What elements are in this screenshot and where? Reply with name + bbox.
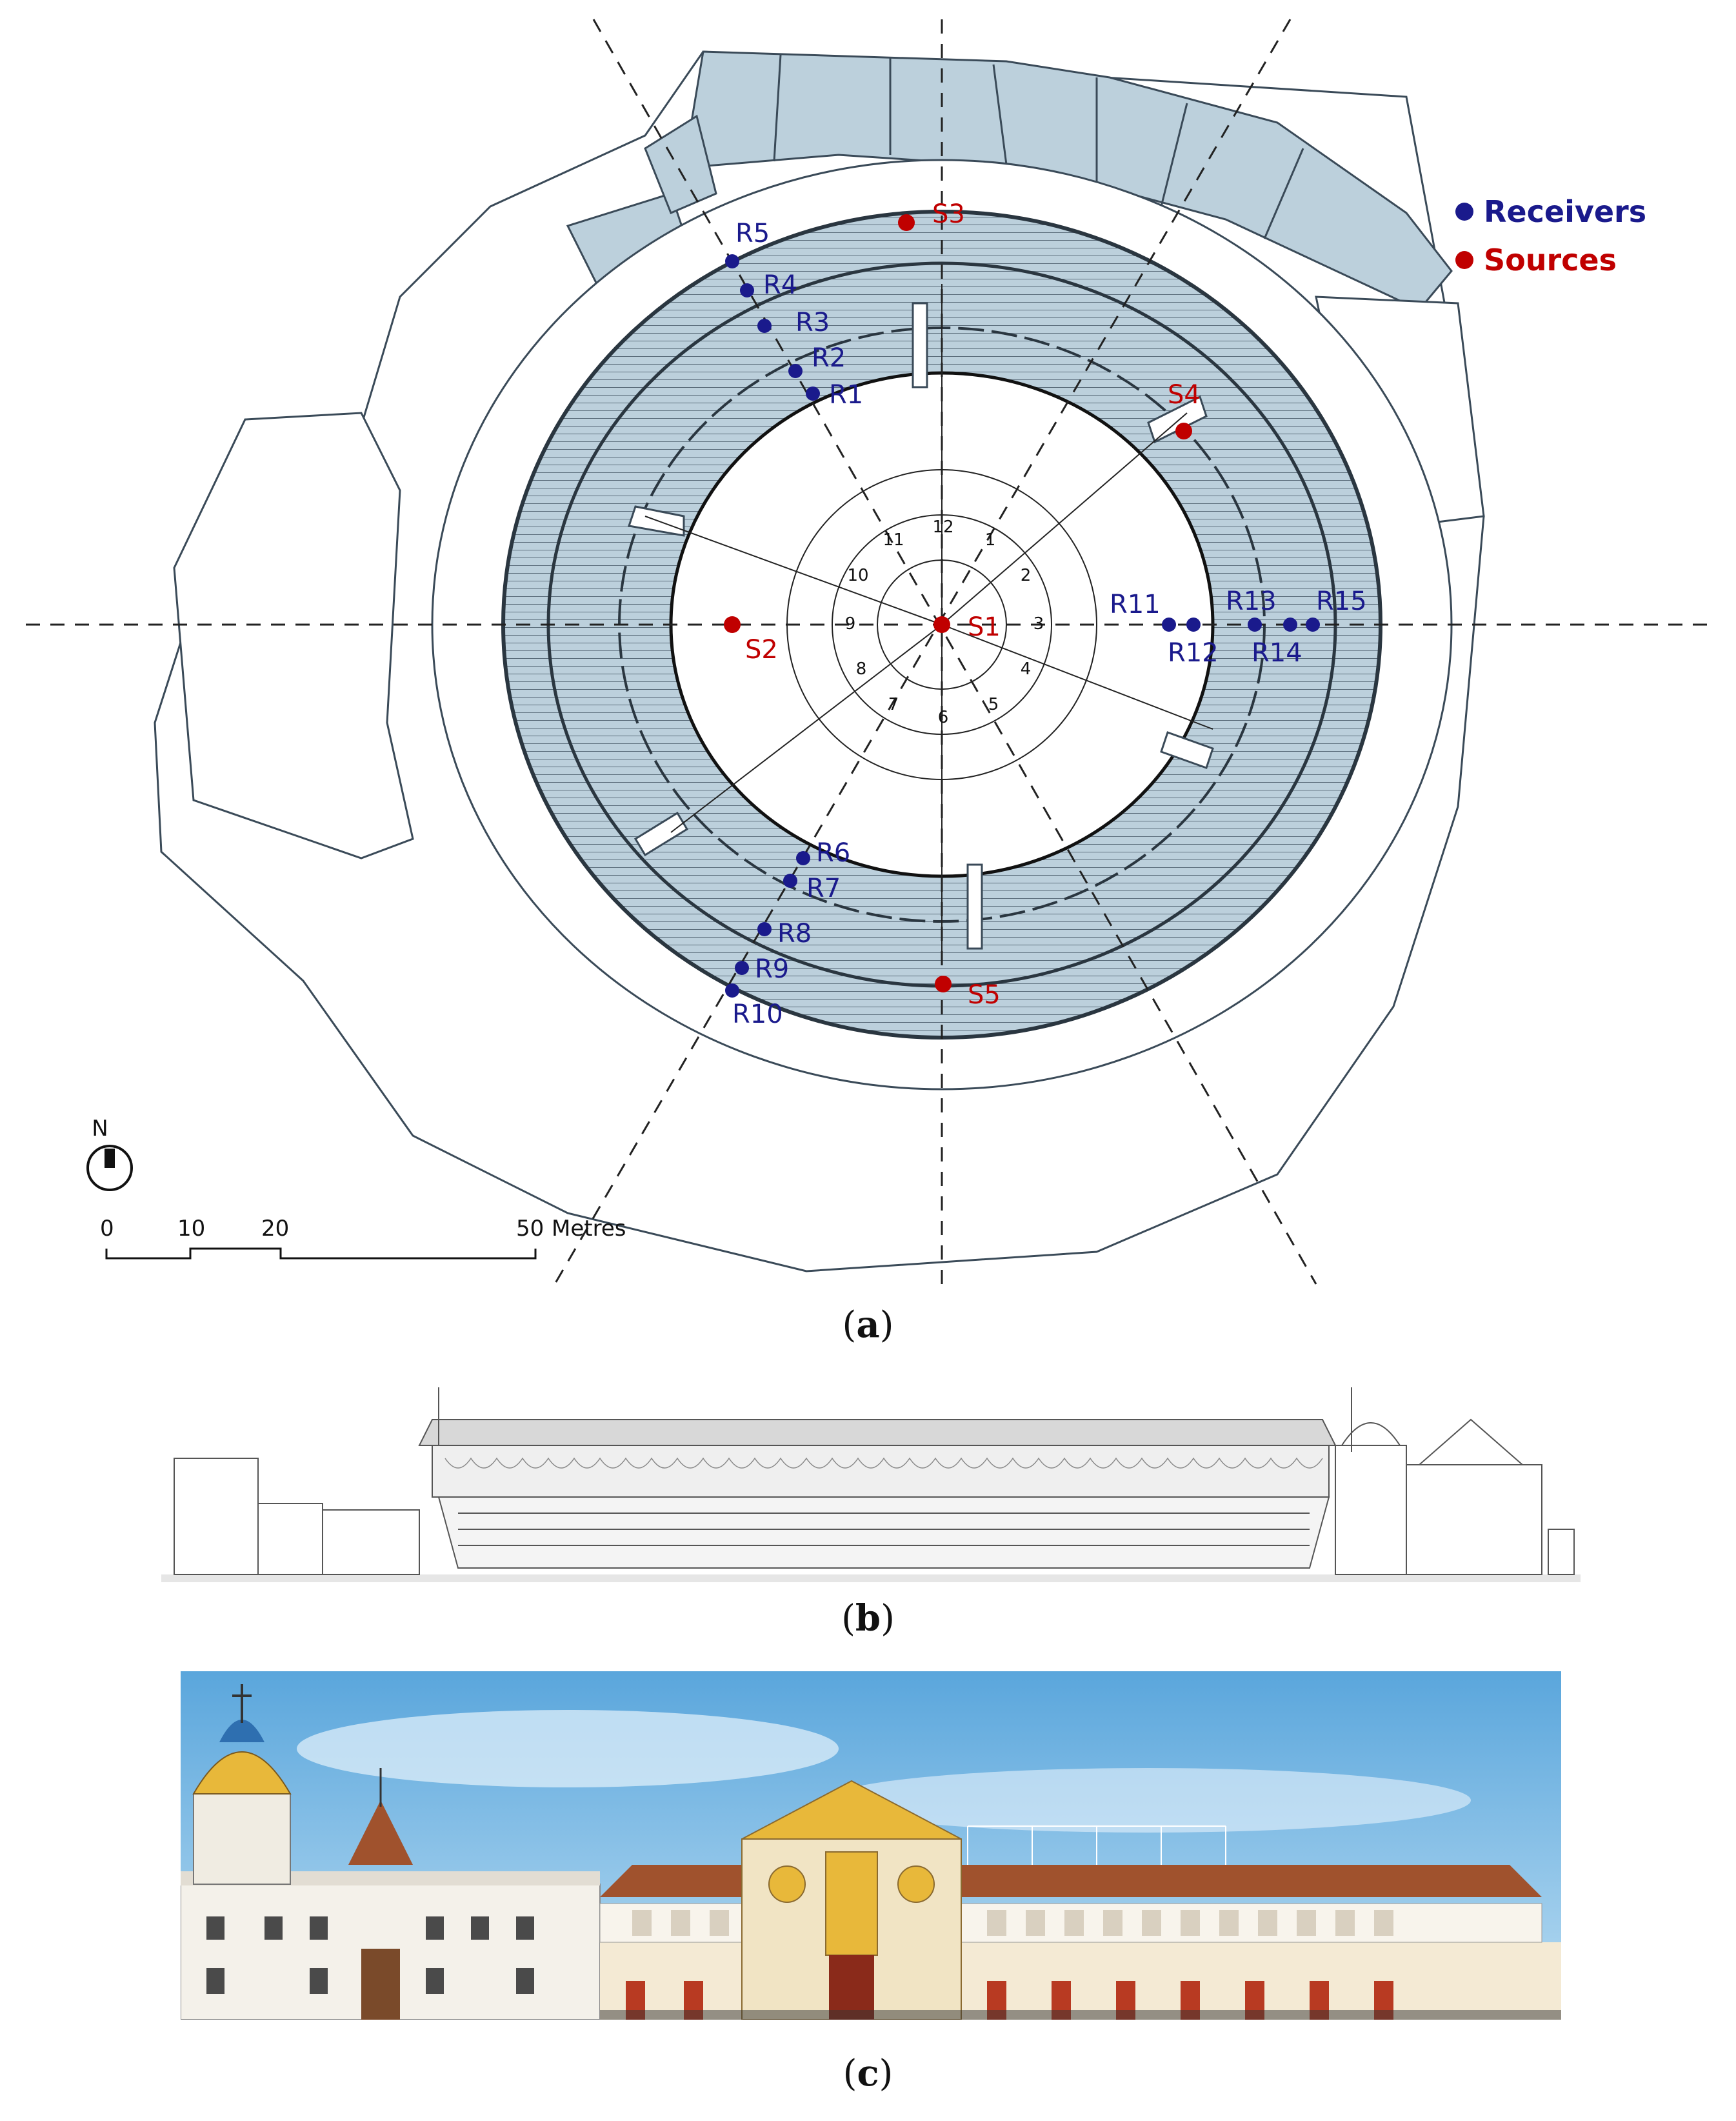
receiver-R10: R10 bbox=[725, 983, 783, 1029]
sector-label: 10 bbox=[847, 566, 868, 585]
source-label: S1 bbox=[968, 612, 1001, 642]
receiver-label: R2 bbox=[812, 343, 846, 373]
receiver-label: R12 bbox=[1168, 638, 1219, 668]
source-S5: S5 bbox=[935, 976, 1001, 1010]
scale-tick: 0 bbox=[100, 1216, 114, 1241]
receiver-label: R8 bbox=[777, 919, 812, 949]
north-label: N bbox=[92, 1116, 108, 1141]
receiver-R9: R9 bbox=[735, 954, 789, 984]
plan-drawing: 1 2 3 4 5 6 7 8 9 10 11 12 R1 R2 R3 R4 R… bbox=[26, 19, 1716, 1291]
caption-b: (b) bbox=[841, 1597, 895, 1640]
scale-bar: 0 10 20 50 Metres bbox=[100, 1216, 626, 1260]
receiver-R15: R15 bbox=[1306, 587, 1367, 632]
caption-a: (a) bbox=[842, 1303, 894, 1346]
panel-b-section bbox=[161, 1374, 1581, 1587]
receiver-label: R1 bbox=[829, 380, 863, 410]
sector-label: 1 bbox=[985, 530, 996, 550]
sector-label: 6 bbox=[938, 708, 949, 727]
north-compass: N bbox=[86, 1116, 133, 1191]
receiver-R3: R3 bbox=[757, 308, 830, 337]
scale-tick: 10 bbox=[177, 1216, 205, 1241]
receiver-label: R5 bbox=[735, 219, 770, 248]
caption-c: (c) bbox=[843, 2052, 893, 2095]
receiver-R1: R1 bbox=[806, 380, 863, 410]
dashed-axes bbox=[26, 19, 1716, 1291]
sector-label: 7 bbox=[888, 695, 899, 714]
sector-label: 3 bbox=[1033, 614, 1044, 634]
panel-c-elevation bbox=[180, 1671, 1561, 2020]
receiver-label: R9 bbox=[755, 954, 789, 984]
receiver-label: R11 bbox=[1110, 590, 1161, 619]
receiver-R8: R8 bbox=[757, 919, 812, 949]
sector-label: 8 bbox=[856, 659, 867, 679]
source-S3: S3 bbox=[898, 199, 965, 231]
receiver-R7: R7 bbox=[783, 874, 841, 903]
receiver-R14: R14 bbox=[1252, 618, 1302, 668]
source-label: S5 bbox=[968, 980, 1001, 1010]
sector-label: 12 bbox=[932, 518, 953, 537]
legend-sources-label: Sources bbox=[1484, 243, 1617, 277]
sector-label: 9 bbox=[845, 614, 856, 634]
receiver-legend-icon bbox=[1455, 203, 1473, 221]
sector-label: 2 bbox=[1021, 566, 1032, 585]
sources: S1 S2 S3 S4 S5 bbox=[724, 199, 1201, 1010]
receiver-label: R15 bbox=[1316, 587, 1367, 616]
sector-numbers: 1 2 3 4 5 6 7 8 9 10 11 12 bbox=[845, 518, 1044, 727]
sector-label: 5 bbox=[988, 695, 999, 714]
receiver-R5: R5 bbox=[725, 219, 770, 268]
receiver-label: R7 bbox=[806, 874, 841, 903]
source-S2: S2 bbox=[724, 616, 778, 665]
receiver-R4: R4 bbox=[740, 270, 797, 300]
legend: Receivers Sources bbox=[1455, 194, 1646, 277]
receiver-label: R10 bbox=[732, 1000, 783, 1029]
source-label: S4 bbox=[1168, 380, 1201, 410]
legend-receivers-label: Receivers bbox=[1484, 194, 1646, 229]
elevation-painting bbox=[180, 1671, 1561, 2020]
receiver-label: R13 bbox=[1226, 587, 1277, 616]
sector-label: 4 bbox=[1021, 659, 1032, 679]
panel-a-plan: 1 2 3 4 5 6 7 8 9 10 11 12 R1 R2 R3 R4 R… bbox=[26, 19, 1716, 1291]
scale-tick: 20 bbox=[261, 1216, 289, 1241]
receiver-label: R4 bbox=[763, 270, 797, 300]
receivers: R1 R2 R3 R4 R5 R6 R7 R8 R9 R10 R11 R12 R… bbox=[725, 219, 1367, 1029]
receiver-label: R14 bbox=[1252, 638, 1302, 668]
sector-label: 11 bbox=[883, 530, 904, 550]
receiver-R2: R2 bbox=[788, 343, 846, 378]
source-S4: S4 bbox=[1168, 380, 1201, 439]
section-drawing bbox=[161, 1387, 1581, 1582]
receiver-R12: R12 bbox=[1168, 618, 1219, 668]
west-annex bbox=[173, 412, 414, 859]
source-S1: S1 bbox=[933, 612, 1001, 642]
scale-unit: Metres bbox=[552, 1216, 626, 1241]
source-label: S3 bbox=[932, 199, 965, 229]
receiver-R13: R13 bbox=[1226, 587, 1277, 632]
receiver-label: R3 bbox=[795, 308, 830, 337]
receiver-R6: R6 bbox=[796, 838, 850, 868]
gangways bbox=[628, 302, 1214, 950]
scale-tick: 50 bbox=[516, 1216, 544, 1241]
receiver-R11: R11 bbox=[1110, 590, 1176, 632]
receiver-label: R6 bbox=[816, 838, 850, 868]
source-legend-icon bbox=[1455, 251, 1473, 269]
building-dividers bbox=[773, 54, 1304, 239]
source-label: S2 bbox=[745, 635, 778, 665]
